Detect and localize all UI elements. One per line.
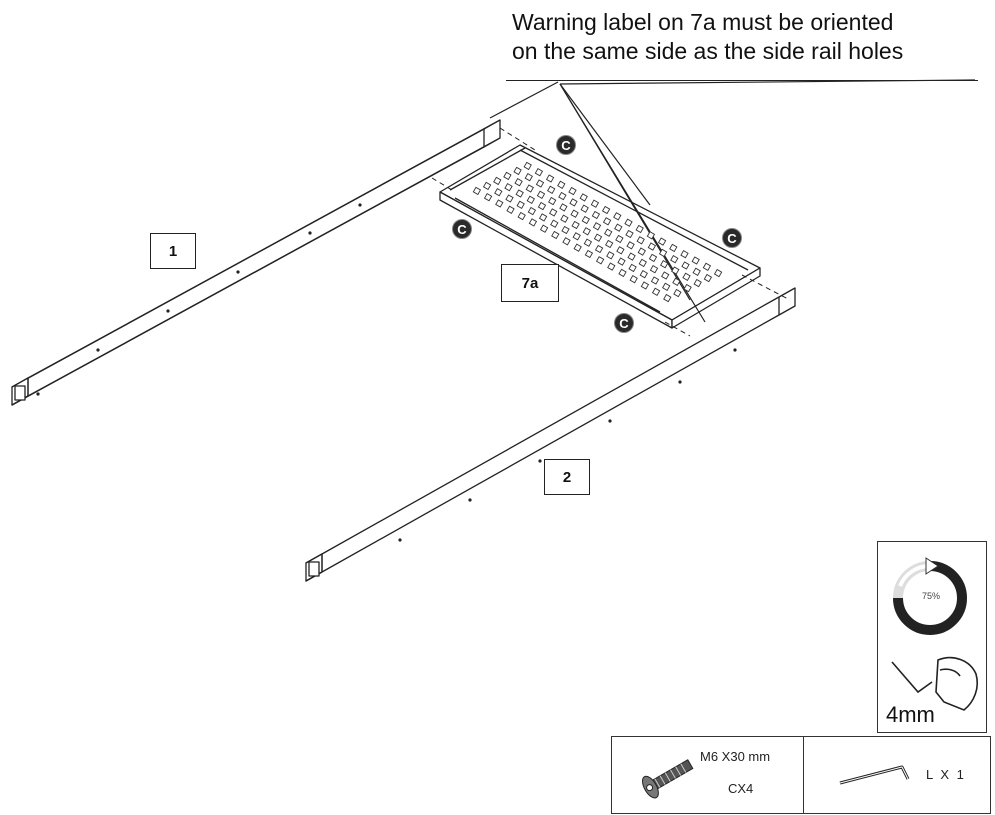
shelf-7a (439, 144, 761, 329)
torque-ring-icon (891, 557, 979, 711)
side-rail-2 (305, 287, 796, 582)
alignment-lines (431, 127, 791, 337)
callout-c-top: C (556, 135, 576, 155)
torque-percent: 75% (921, 591, 940, 601)
callout-c-bottom: C (614, 313, 634, 333)
tool-size: 4mm (886, 702, 935, 727)
warning-note-line-2: on the same side as the side rail holes (512, 38, 904, 64)
hardware-table: M6 X30 mm CX4 L X 1 (611, 736, 991, 814)
hardware-cell-key: L X 1 (804, 737, 990, 813)
allen-key-icon (839, 765, 910, 785)
warning-note-underline (506, 80, 978, 81)
side-rail-1 (11, 119, 501, 406)
tool-panel: 75% 4mm (877, 541, 987, 733)
warning-note-line-1: Warning label on 7a must be oriented (512, 9, 894, 35)
part-label-1: 1 (150, 233, 196, 269)
part-label-7a: 7a (501, 264, 559, 302)
callout-c-right: C (722, 228, 742, 248)
shelf-perforations (472, 161, 723, 303)
bolt-spec: M6 X30 mm (700, 749, 771, 764)
callout-c-left: C (452, 219, 472, 239)
part-label-2: 2 (544, 459, 590, 495)
allen-key-hand-icon (891, 656, 979, 711)
warning-note: Warning label on 7a must be oriented on … (512, 8, 988, 66)
bolt-quantity: CX4 (728, 781, 754, 796)
rail-holes (36, 203, 737, 542)
hardware-cell-bolt: M6 X30 mm CX4 (612, 737, 804, 813)
leader-lines (489, 79, 976, 323)
key-quantity: L X 1 (926, 767, 966, 782)
bolt-icon (642, 759, 694, 799)
